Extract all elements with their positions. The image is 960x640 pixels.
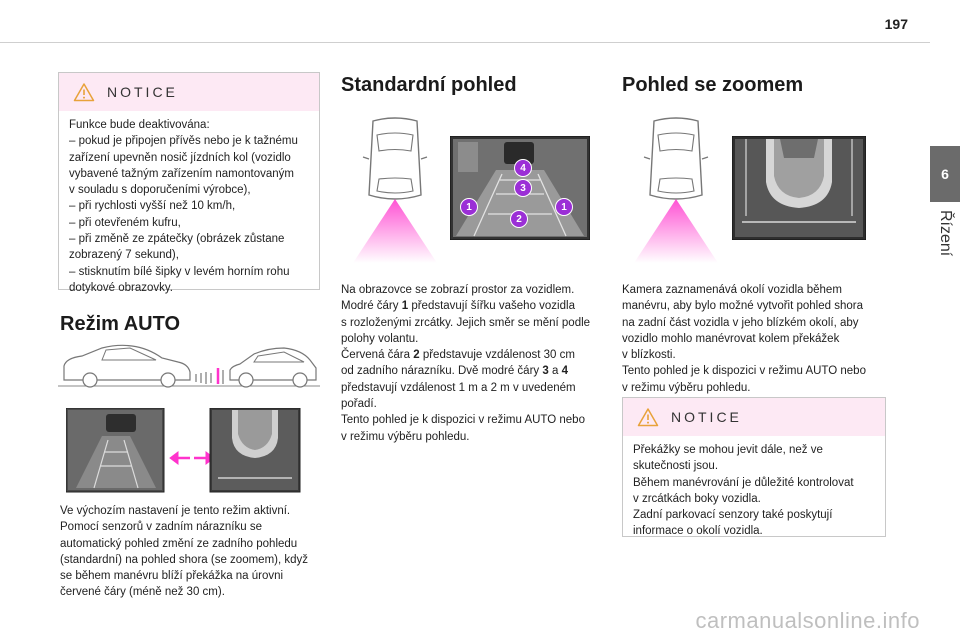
warning-icon — [73, 83, 95, 102]
notice-box-2: NOTICE Překážky se mohou jevit dále, než… — [622, 397, 886, 537]
text-line: pořadí. — [341, 396, 590, 412]
text-line: Na obrazovce se zobrazí prostor za vozid… — [341, 282, 590, 298]
watermark-text: carmanualsonline.info — [695, 608, 920, 633]
line-number-ref: 2 — [413, 349, 420, 362]
auto-mode-cars-illustration — [58, 344, 320, 388]
text-run: Modré čáry — [341, 300, 402, 313]
text-line: v souladu s doporučeními výrobce), — [69, 184, 251, 197]
standard-view-car-top-illustration — [353, 117, 437, 263]
text-line: Funkce bude deaktivována: — [69, 119, 210, 131]
marker-1: 1 — [555, 198, 573, 216]
chapter-title: Řízení — [937, 210, 954, 257]
line-number-ref: 4 — [561, 365, 568, 378]
text-run: Tento pohled je k dispozici v režimu AUT… — [341, 414, 585, 427]
text-line: dotykové obrazovky. — [69, 281, 173, 294]
auto-description: Ve výchozím nastavení je tento režim akt… — [60, 503, 308, 601]
text-run: představuje vzdálenost 30 cm — [419, 349, 575, 362]
text-run: Červená čára — [341, 349, 414, 362]
text-run: představují vzdálenost 1 m a 2 m v uvede… — [341, 381, 576, 394]
text-line: skutečnosti jsou. — [633, 460, 719, 473]
notice-box: NOTICE Funkce bude deaktivována: – pokud … — [58, 72, 320, 294]
text-line: informace o okolí vozidla. — [633, 525, 763, 538]
text-line: Tento pohled je k dispozici v režimu AUT… — [341, 412, 590, 428]
line-number-ref: 1 — [401, 300, 409, 313]
warning-icon — [637, 408, 659, 427]
text-line: s rozloženými zrcátky. Jejich směr se mě… — [341, 315, 590, 331]
page-number: 197 — [884, 16, 908, 32]
marker-2: 2 — [510, 210, 528, 228]
standard-heading: Standardní pohled — [341, 74, 517, 96]
line-number-ref: 3 — [542, 365, 549, 378]
text-run: polohy volantu. — [341, 332, 419, 345]
text-line: v režimu výběru pohledu. — [622, 381, 751, 394]
text-run: a — [548, 365, 562, 378]
text-line: – při rychlosti vyšší než 10 km/h, — [69, 200, 236, 213]
zoom-view-camera-screen — [732, 136, 866, 240]
auto-mode-screens-illustration — [66, 408, 301, 493]
text-run: v režimu výběru pohledu. — [341, 430, 470, 443]
text-line: automatický pohled změní ze zadního pohl… — [60, 537, 298, 550]
text-line: od zadního nárazníku. Dvě modré čáry 3 a… — [341, 363, 590, 379]
text-line: červené čáry (méně než 30 cm). — [60, 586, 225, 599]
text-line: – stisknutím bílé šipky v levém horním r… — [69, 265, 290, 278]
text-line: v zrcátkách boky vozidla. — [633, 492, 761, 505]
text-line: polohy volantu. — [341, 331, 590, 347]
text-line: Ve výchozím nastavení je tento režim akt… — [60, 505, 291, 517]
header-rule — [0, 42, 930, 43]
text-run: s rozloženými zrcátky. Jejich směr se mě… — [341, 316, 591, 329]
text-line: vozidlo mohlo manévrovat kolem překážek — [622, 332, 840, 345]
notice-header-2: NOTICE — [623, 398, 885, 436]
text-line: (standardní) na pohled shora (se zoomem)… — [60, 553, 309, 566]
zoom-heading: Pohled se zoomem — [622, 74, 804, 96]
chapter-tab[interactable]: 6 — [930, 146, 960, 202]
zoom-description: Kamera zaznamenává okolí vozidla během ma… — [622, 282, 866, 396]
text-line: – při otevřeném kufru, — [69, 216, 181, 229]
text-line: Překážky se mohou jevit dále, než ve — [633, 444, 823, 456]
text-line: Během manévrování je důležité kontrolova… — [633, 476, 854, 489]
text-run: představují šířku vašeho vozidla — [408, 300, 575, 313]
text-line: Pomocí senzorů v zadním nárazníku se — [60, 521, 262, 534]
text-line: vybavené tažným zařízením namontovaným — [69, 167, 294, 180]
text-run: Na obrazovce se zobrazí prostor za vozid… — [341, 284, 575, 296]
zoom-view-car-top-illustration — [634, 117, 718, 263]
text-line: – při změně ze zpátečky (obrázek zůstane — [69, 233, 285, 246]
text-line: na zadní část vozidla v jeho blízkém oko… — [622, 316, 859, 329]
marker-1: 1 — [460, 198, 478, 216]
marker-3: 3 — [514, 179, 532, 197]
text-line: představují vzdálenost 1 m a 2 m v uvede… — [341, 380, 590, 396]
text-line: zařízení upevněn nosič jízdních kol (voz… — [69, 151, 291, 164]
text-line: Červená čára 2 představuje vzdálenost 30… — [341, 347, 590, 363]
text-line: v blízkosti. — [622, 349, 676, 362]
text-line: zobrazený 7 sekund), — [69, 249, 179, 262]
text-line: manévru, aby bylo možné vytvořit pohled … — [622, 300, 863, 313]
standard-description: Na obrazovce se zobrazí prostor za vozid… — [341, 282, 590, 445]
text-line: v režimu výběru pohledu. — [341, 429, 590, 445]
text-line: Kamera zaznamenává okolí vozidla během — [622, 284, 842, 296]
notice-body: Funkce bude deaktivována: – pokud je přip… — [59, 111, 319, 302]
text-run: od zadního nárazníku. Dvě modré čáry — [341, 365, 543, 378]
marker-4: 4 — [514, 159, 532, 177]
text-line: Modré čáry 1 představují šířku vašeho vo… — [341, 298, 590, 314]
text-run: pořadí. — [341, 398, 377, 411]
notice-body-2: Překážky se mohou jevit dále, než ve skut… — [623, 436, 885, 546]
notice-label: NOTICE — [107, 84, 178, 100]
text-line: se během manévru blíží překážka na úrovn… — [60, 570, 284, 583]
auto-heading: Režim AUTO — [60, 313, 181, 335]
notice-header: NOTICE — [59, 73, 319, 111]
text-line: – pokud je připojen přívěs nebo je k taž… — [69, 135, 298, 148]
text-line: Tento pohled je k dispozici v režimu AUT… — [622, 365, 866, 378]
text-line: Zadní parkovací senzory také poskytují — [633, 509, 833, 522]
notice-label: NOTICE — [671, 409, 742, 425]
